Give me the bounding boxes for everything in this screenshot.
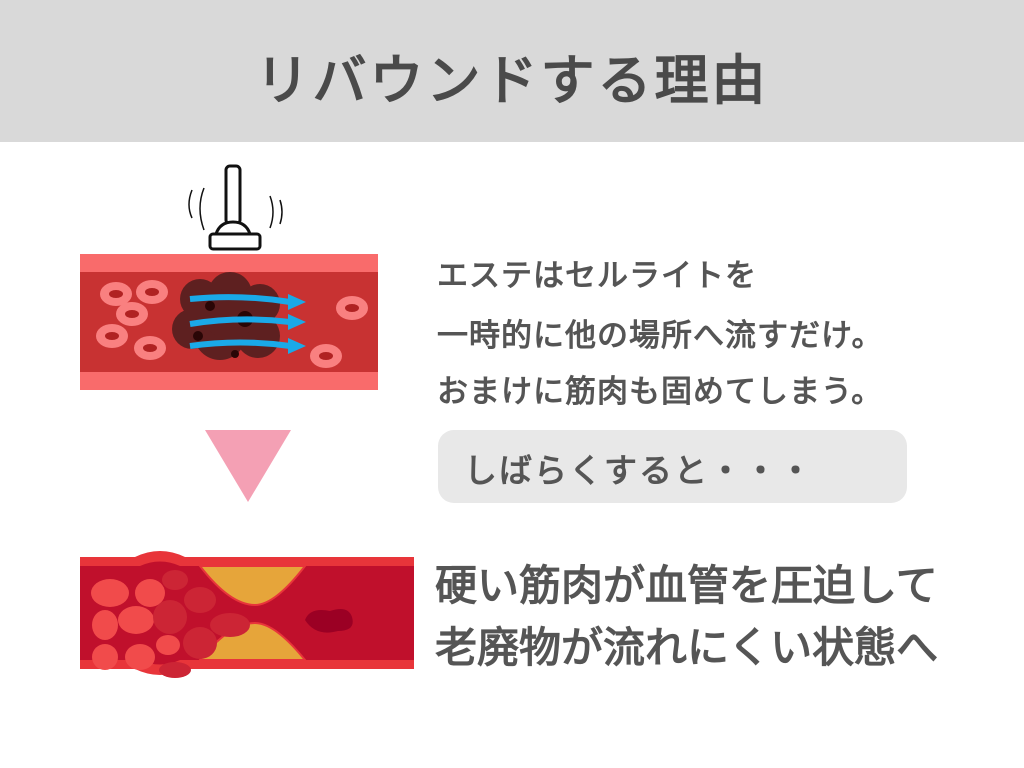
narrowed-vessel-illustration bbox=[80, 551, 414, 678]
transition-badge: しばらくすると・・・ bbox=[438, 430, 907, 503]
result-line-1: 硬い筋肉が血管を圧迫して bbox=[435, 561, 938, 610]
header-banner: リバウンドする理由 bbox=[0, 0, 1024, 142]
massage-device-icon bbox=[188, 164, 283, 251]
cellulite-mass bbox=[172, 272, 280, 360]
transition-label: しばらくすると・・・ bbox=[464, 451, 814, 490]
result-line-2: 老廃物が流れにくい状態へ bbox=[435, 623, 939, 672]
vessel-cellulite-illustration bbox=[80, 254, 378, 390]
explanation-line-3: おまけに筋肉も固めてしまう。 bbox=[437, 374, 884, 410]
explanation-line-1: エステはセルライトを bbox=[437, 258, 757, 294]
down-triangle-arrow-icon bbox=[205, 430, 291, 502]
explanation-line-2: 一時的に他の場所へ流すだけ。 bbox=[437, 318, 884, 354]
page-title: リバウンドする理由 bbox=[255, 49, 769, 112]
